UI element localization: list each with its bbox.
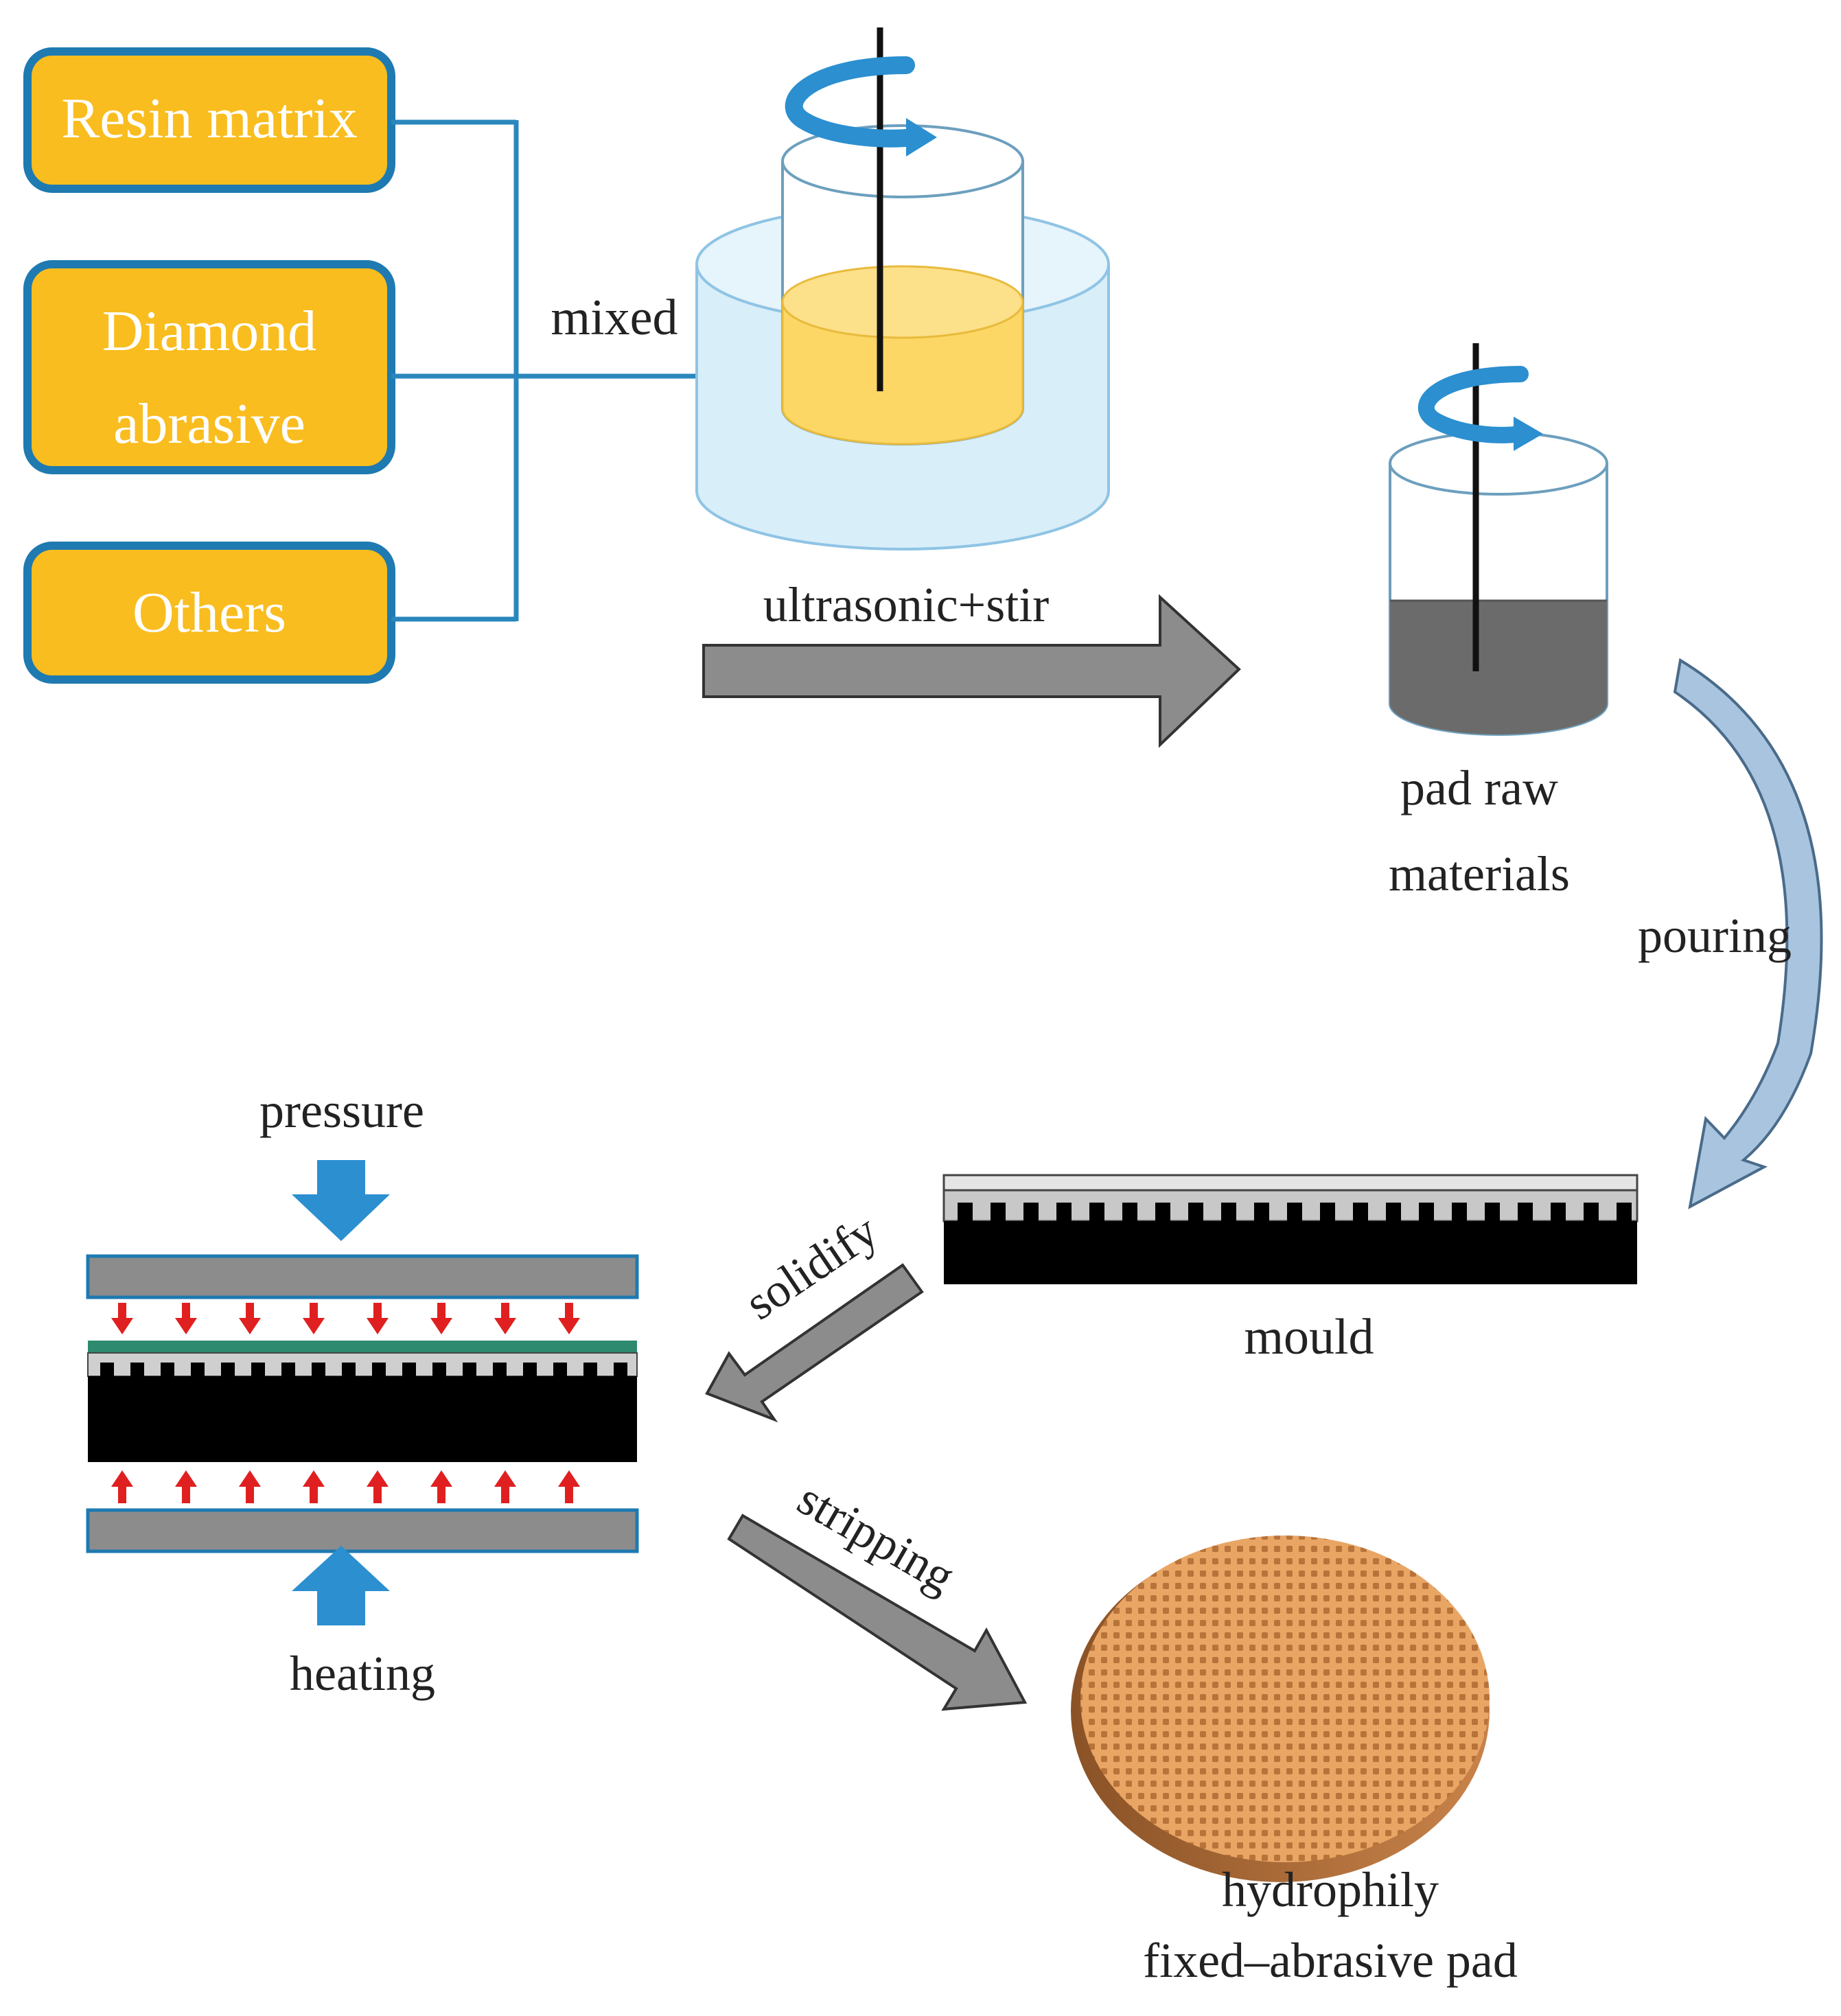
press-tooth: [221, 1363, 235, 1377]
mould-tooth: [1287, 1203, 1302, 1222]
rotation-arrow-icon: [785, 56, 937, 157]
press-tooth: [614, 1363, 627, 1377]
press-tooth: [281, 1363, 295, 1377]
diamond-label-line2: abrasive: [113, 392, 305, 456]
mould-tooth: [1518, 1203, 1533, 1222]
press-tooth: [312, 1363, 325, 1377]
mould-tooth: [1485, 1203, 1500, 1222]
red-up-arrow-icon: [367, 1470, 389, 1503]
diamond-label-line1: Diamond: [102, 299, 317, 363]
press-tooth: [432, 1363, 446, 1377]
mould-tooth: [1617, 1203, 1632, 1222]
mould-tooth: [1584, 1203, 1599, 1222]
mould-tooth: [991, 1203, 1006, 1222]
press-tooth: [372, 1363, 386, 1377]
red-up-arrow-icon: [494, 1470, 516, 1503]
mould-label: mould: [1244, 1309, 1374, 1365]
mould-tooth: [1551, 1203, 1566, 1222]
red-down-arrow-icon: [558, 1303, 580, 1334]
raw-materials-label-line2: materials: [1389, 846, 1570, 901]
press-tooth: [583, 1363, 597, 1377]
press-tooth: [342, 1363, 356, 1377]
bottom-press-plate: [86, 1508, 639, 1553]
fixed-abrasive-pad: [1071, 1536, 1490, 1882]
red-down-arrow-icon: [494, 1303, 516, 1334]
mould-tooth: [1353, 1203, 1368, 1222]
raw-material-beaker: [1389, 343, 1608, 736]
press-tooth: [100, 1363, 114, 1377]
red-up-arrow-icon: [558, 1470, 580, 1503]
red-up-arrow-icon: [111, 1470, 133, 1503]
mould-tooth: [1254, 1203, 1269, 1222]
press-tooth: [463, 1363, 476, 1377]
ultrasonic-bath: [695, 27, 1110, 551]
heating-label: heating: [290, 1646, 435, 1701]
red-down-arrow-icon: [239, 1303, 261, 1334]
mould-tooth: [1221, 1203, 1236, 1222]
heat-down-arrows: [111, 1303, 580, 1334]
pouring-label: pouring: [1638, 908, 1792, 963]
red-up-arrow-icon: [430, 1470, 452, 1503]
heat-up-arrows: [111, 1470, 580, 1503]
mould-tooth: [1386, 1203, 1401, 1222]
red-down-arrow-icon: [111, 1303, 133, 1334]
press-stack: [87, 1341, 638, 1462]
press-tooth: [251, 1363, 265, 1377]
pressure-label: pressure: [259, 1083, 424, 1138]
top-press-plate: [86, 1254, 639, 1299]
red-up-arrow-icon: [239, 1470, 261, 1503]
mould-tooth: [1452, 1203, 1467, 1222]
product-label-line2: fixed–abrasive pad: [1143, 1933, 1518, 1988]
mould-tooth: [1155, 1203, 1170, 1222]
mould: [942, 1174, 1639, 1284]
mould-tooth: [1419, 1203, 1434, 1222]
stripping-arrow: [727, 1514, 1028, 1711]
red-down-arrow-icon: [175, 1303, 197, 1334]
red-down-arrow-icon: [367, 1303, 389, 1334]
rotation-arrow-icon: [1418, 366, 1543, 451]
resin-matrix-label: Resin matrix: [61, 86, 358, 150]
input-box-others: Others: [23, 542, 395, 684]
down-arrow-icon: [292, 1160, 390, 1241]
mixed-label: mixed: [551, 290, 678, 346]
red-down-arrow-icon: [430, 1303, 452, 1334]
raw-materials-label-line1: pad raw: [1400, 761, 1558, 815]
press-tooth: [523, 1363, 537, 1377]
press-tooth: [130, 1363, 144, 1377]
raw-mixture: [1390, 601, 1607, 734]
up-arrow-icon: [292, 1546, 390, 1625]
press-tooth: [161, 1363, 174, 1377]
mould-tooth: [1122, 1203, 1137, 1222]
mould-tooth: [1056, 1203, 1072, 1222]
ultrasonic-arrow: [702, 594, 1241, 748]
mould-tooth: [1023, 1203, 1039, 1222]
press-tooth: [553, 1363, 567, 1377]
solidify-arrow: [705, 1263, 924, 1423]
red-up-arrow-icon: [303, 1470, 325, 1503]
mould-tooth: [1188, 1203, 1203, 1222]
red-up-arrow-icon: [175, 1470, 197, 1503]
ultrasonic-stir-label: ultrasonic+stir: [763, 577, 1050, 632]
press-tooth: [402, 1363, 416, 1377]
press-tooth: [191, 1363, 205, 1377]
red-down-arrow-icon: [303, 1303, 325, 1334]
others-label: Others: [132, 581, 286, 645]
mould-tooth: [958, 1203, 973, 1222]
mould-tooth: [1089, 1203, 1104, 1222]
input-connector: [391, 119, 741, 622]
input-box-resin: Resin matrix: [23, 47, 395, 193]
press-tooth: [493, 1363, 507, 1377]
mould-tooth: [1320, 1203, 1335, 1222]
input-box-diamond: Diamond abrasive: [23, 260, 395, 474]
product-label-line1: hydrophily: [1222, 1862, 1439, 1917]
pouring-arrow: [1673, 658, 1823, 1209]
